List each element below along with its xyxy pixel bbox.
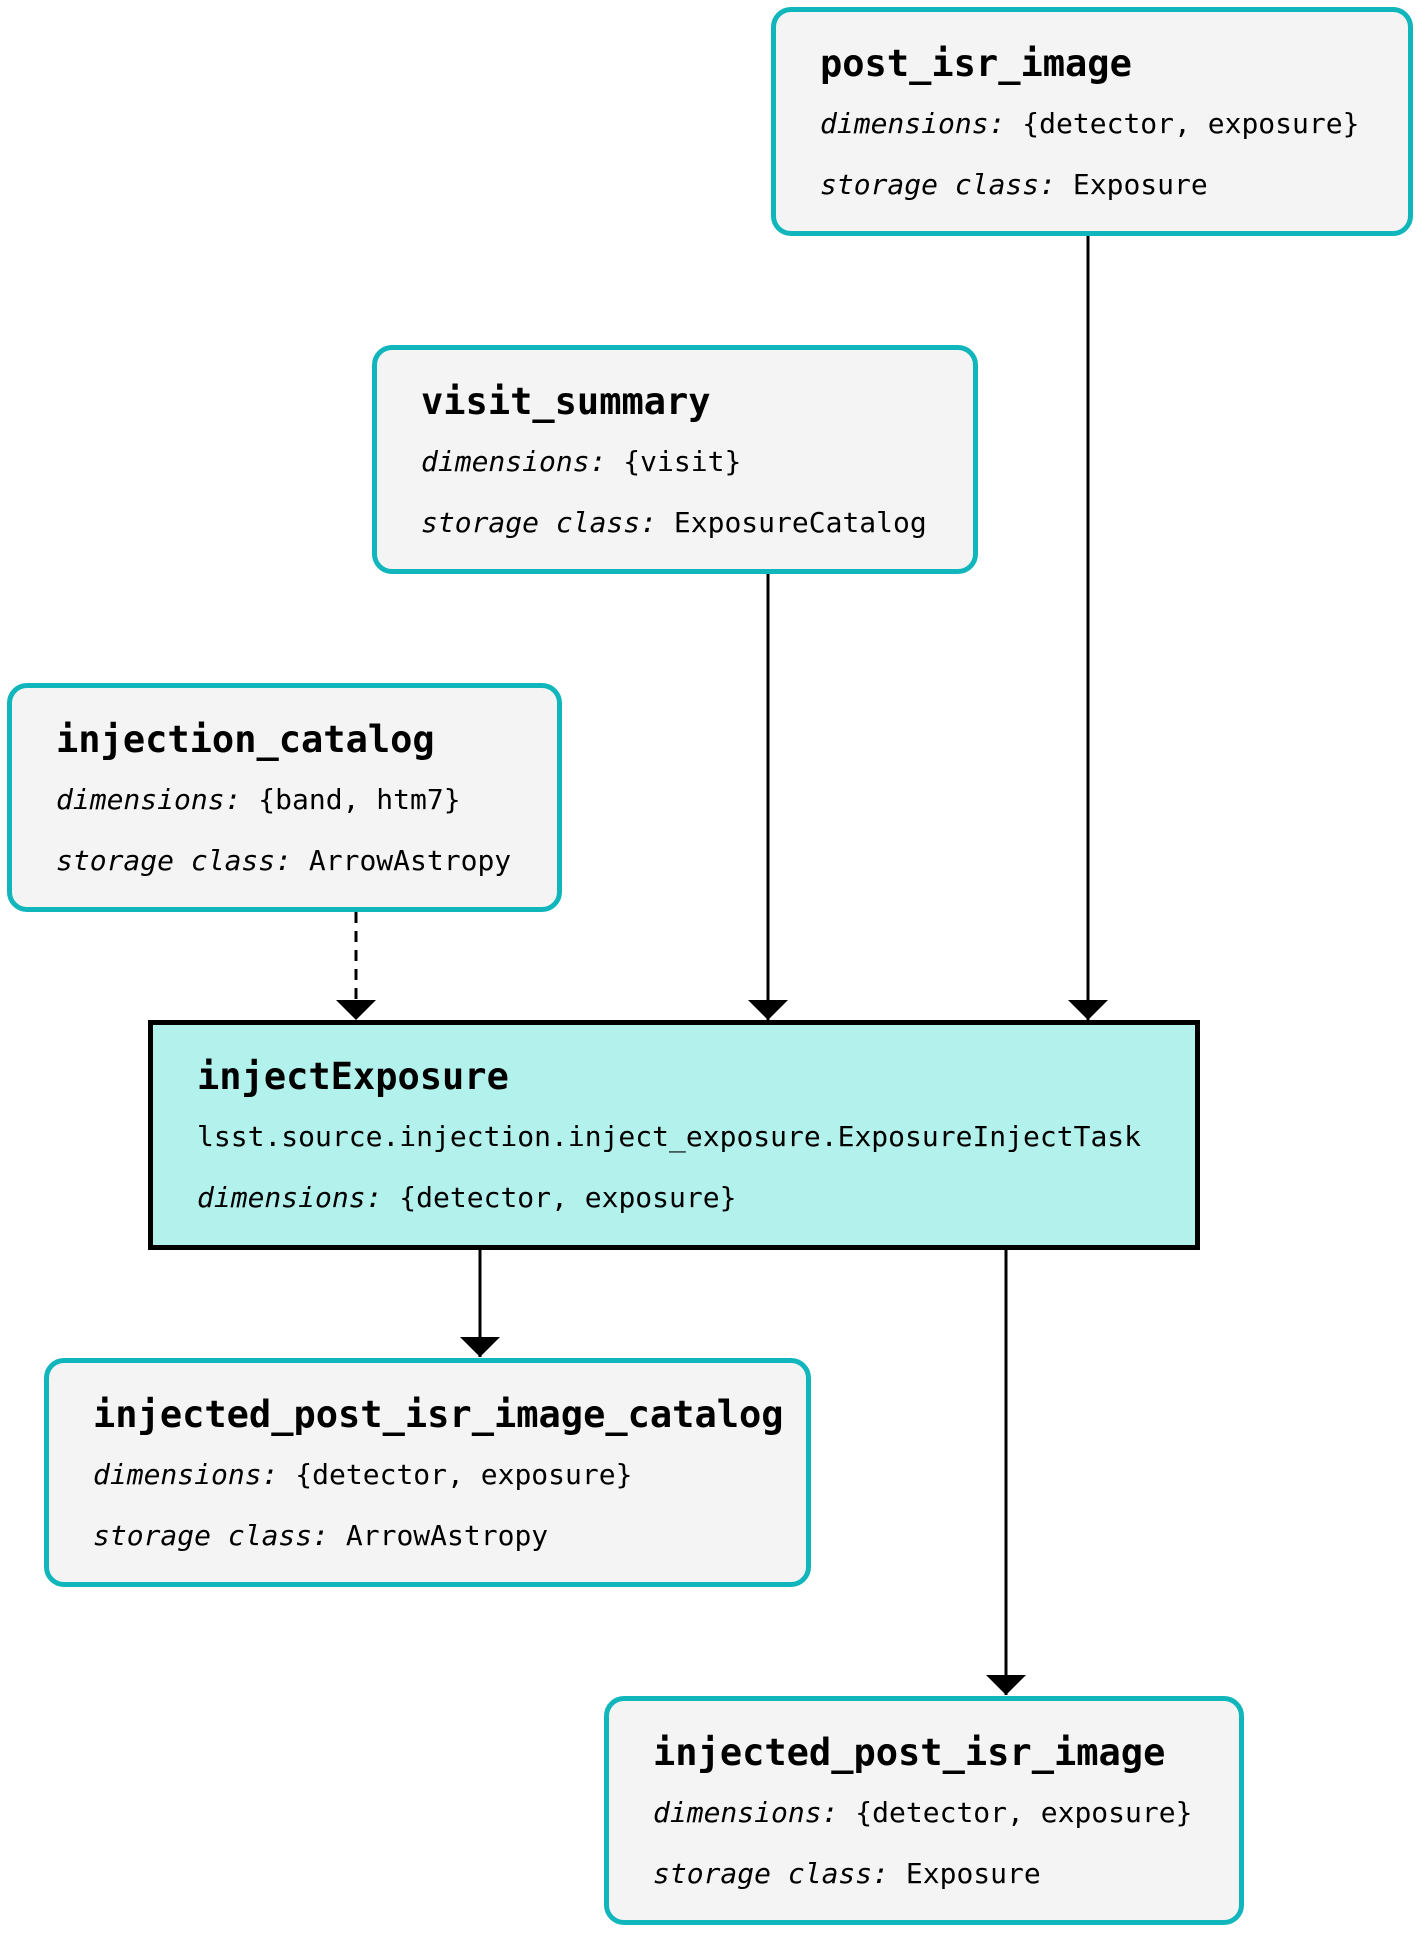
- dimensions-label: dimensions:: [820, 107, 1006, 140]
- dimensions-label: dimensions:: [653, 1796, 839, 1829]
- dimensions-value: {detector, exposure}: [1022, 107, 1360, 140]
- dataset-node-visit-summary[interactable]: visit_summary dimensions: {visit} storag…: [372, 345, 978, 574]
- storage-class-value: ExposureCatalog: [673, 506, 927, 539]
- node-dimensions-row: dimensions: {detector, exposure}: [653, 1795, 1239, 1831]
- storage-class-label: storage class:: [820, 168, 1057, 201]
- task-node-inject-exposure[interactable]: injectExposure lsst.source.injection.inj…: [148, 1020, 1200, 1250]
- dataset-node-injected-post-isr-image-catalog[interactable]: injected_post_isr_image_catalog dimensio…: [44, 1358, 811, 1587]
- storage-class-label: storage class:: [653, 1857, 890, 1890]
- node-title: injected_post_isr_image: [653, 1731, 1166, 1774]
- node-dimensions-row: dimensions: {detector, exposure}: [820, 106, 1408, 142]
- storage-class-label: storage class:: [93, 1519, 330, 1552]
- storage-class-label: storage class:: [421, 506, 658, 539]
- node-storage-class-row: storage class: Exposure: [820, 167, 1408, 203]
- dimensions-label: dimensions:: [421, 445, 607, 478]
- node-title: injected_post_isr_image_catalog: [93, 1393, 784, 1436]
- storage-class-label: storage class:: [56, 844, 293, 877]
- dimensions-label: dimensions:: [197, 1181, 383, 1214]
- dataset-node-post-isr-image[interactable]: post_isr_image dimensions: {detector, ex…: [771, 7, 1413, 236]
- dataset-node-injection-catalog[interactable]: injection_catalog dimensions: {band, htm…: [7, 683, 562, 912]
- dimensions-value: {detector, exposure}: [855, 1796, 1193, 1829]
- storage-class-value: Exposure: [1072, 168, 1208, 201]
- dimensions-label: dimensions:: [56, 783, 242, 816]
- dimensions-value: {detector, exposure}: [399, 1181, 737, 1214]
- node-title: post_isr_image: [820, 42, 1132, 85]
- node-dimensions-row: dimensions: {detector, exposure}: [197, 1180, 1195, 1216]
- node-dimensions-row: dimensions: {detector, exposure}: [93, 1457, 806, 1493]
- node-storage-class-row: storage class: ArrowAstropy: [93, 1518, 806, 1554]
- node-title: injectExposure: [197, 1055, 509, 1098]
- dimensions-value: {band, htm7}: [258, 783, 461, 816]
- dimensions-value: {detector, exposure}: [295, 1458, 633, 1491]
- node-storage-class-row: storage class: Exposure: [653, 1856, 1239, 1892]
- storage-class-value: ArrowAstropy: [308, 844, 512, 877]
- node-dimensions-row: dimensions: {visit}: [421, 444, 973, 480]
- dimensions-value: {visit}: [623, 445, 742, 478]
- dimensions-label: dimensions:: [93, 1458, 279, 1491]
- node-dimensions-row: dimensions: {band, htm7}: [56, 782, 557, 818]
- node-storage-class-row: storage class: ExposureCatalog: [421, 505, 973, 541]
- task-class-row: lsst.source.injection.inject_exposure.Ex…: [197, 1120, 1142, 1153]
- node-title: injection_catalog: [56, 718, 435, 761]
- node-storage-class-row: storage class: ArrowAstropy: [56, 843, 557, 879]
- dataset-node-injected-post-isr-image[interactable]: injected_post_isr_image dimensions: {det…: [604, 1696, 1244, 1925]
- node-title: visit_summary: [421, 380, 711, 423]
- storage-class-value: Exposure: [905, 1857, 1041, 1890]
- storage-class-value: ArrowAstropy: [345, 1519, 549, 1552]
